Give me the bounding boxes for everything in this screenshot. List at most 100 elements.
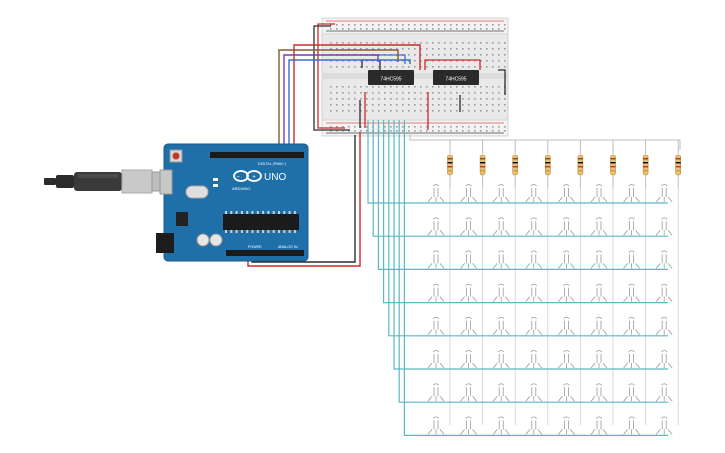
led[interactable] — [558, 184, 575, 203]
led[interactable] — [558, 416, 575, 435]
led-dome — [628, 383, 635, 386]
led[interactable] — [623, 283, 640, 302]
breadboard-hole — [492, 54, 494, 56]
led-leg — [655, 196, 661, 203]
breadboard-hole — [450, 54, 452, 56]
resistor[interactable] — [577, 154, 584, 176]
led[interactable] — [427, 184, 445, 203]
led[interactable] — [590, 217, 608, 236]
led[interactable] — [590, 416, 608, 435]
led[interactable] — [623, 416, 640, 435]
led[interactable] — [427, 350, 445, 369]
led[interactable] — [427, 383, 445, 402]
led-dome — [628, 217, 635, 220]
led[interactable] — [492, 250, 510, 269]
led[interactable] — [558, 350, 575, 369]
led[interactable] — [623, 184, 640, 203]
led[interactable] — [623, 250, 640, 269]
led[interactable] — [558, 383, 575, 402]
power-analog-header[interactable] — [226, 250, 304, 256]
led[interactable] — [655, 383, 673, 402]
reset-button-icon[interactable] — [169, 149, 183, 163]
led[interactable] — [590, 184, 608, 203]
led[interactable] — [460, 383, 477, 402]
wire-red — [293, 44, 421, 150]
led[interactable] — [623, 350, 640, 369]
shift-register-chip[interactable]: 74HC595 — [433, 70, 479, 85]
led-dome — [465, 383, 472, 386]
led[interactable] — [558, 250, 575, 269]
led[interactable] — [460, 316, 477, 336]
led[interactable] — [525, 283, 543, 302]
resistor[interactable] — [512, 154, 519, 176]
led[interactable] — [525, 383, 543, 402]
led[interactable] — [525, 217, 543, 236]
led[interactable] — [655, 217, 673, 236]
breadboard-hole — [480, 54, 482, 56]
led[interactable] — [655, 416, 673, 435]
breadboard-hole — [438, 28, 440, 30]
led[interactable] — [492, 316, 510, 336]
led[interactable] — [655, 184, 673, 203]
led[interactable] — [525, 350, 543, 369]
led[interactable] — [655, 283, 673, 302]
led[interactable] — [623, 217, 640, 236]
resistor[interactable] — [544, 154, 551, 176]
led[interactable] — [623, 316, 640, 336]
led-leg — [472, 196, 477, 203]
resistor[interactable] — [447, 154, 453, 176]
led[interactable] — [427, 217, 445, 236]
led-matrix[interactable] — [367, 120, 682, 436]
breadboard-hole — [474, 86, 476, 88]
led[interactable] — [525, 416, 543, 435]
breadboard-hole — [414, 66, 416, 68]
led[interactable] — [460, 350, 477, 369]
resistor[interactable] — [610, 154, 616, 176]
breadboard[interactable] — [321, 17, 509, 137]
led[interactable] — [525, 316, 543, 336]
resistor-band — [675, 170, 681, 172]
led[interactable] — [492, 217, 510, 236]
led[interactable] — [427, 283, 445, 302]
led[interactable] — [558, 217, 575, 236]
led[interactable] — [460, 217, 477, 236]
breadboard-hole — [354, 60, 356, 62]
led[interactable] — [460, 283, 477, 302]
led[interactable] — [460, 250, 477, 269]
resistor-band — [512, 170, 518, 172]
arduino-uno-board[interactable]: − + UNO ARDUINO DIGITAL (PWM~) POWER ANA… — [156, 143, 309, 262]
led[interactable] — [492, 383, 510, 402]
led[interactable] — [590, 350, 608, 369]
led[interactable] — [558, 316, 575, 336]
resistor[interactable] — [479, 154, 486, 176]
led[interactable] — [427, 416, 445, 435]
led[interactable] — [590, 316, 608, 336]
resistor[interactable] — [642, 154, 649, 176]
led[interactable] — [525, 250, 543, 269]
digital-header[interactable] — [210, 152, 304, 158]
led[interactable] — [492, 283, 510, 302]
led[interactable] — [623, 383, 640, 402]
led[interactable] — [427, 316, 445, 336]
resistor[interactable] — [675, 154, 682, 176]
shift-register-chip[interactable]: 74HC595 — [368, 70, 414, 85]
breadboard-hole — [504, 110, 506, 112]
led[interactable] — [492, 416, 510, 435]
breadboard-hole — [486, 98, 488, 100]
led[interactable] — [590, 250, 608, 269]
led[interactable] — [590, 283, 608, 302]
led[interactable] — [558, 283, 575, 302]
led[interactable] — [655, 350, 673, 369]
led[interactable] — [492, 350, 510, 369]
led[interactable] — [590, 383, 608, 402]
led[interactable] — [460, 416, 477, 435]
led[interactable] — [525, 184, 543, 203]
led[interactable] — [655, 316, 673, 336]
led[interactable] — [492, 184, 510, 203]
led[interactable] — [427, 250, 445, 269]
led[interactable] — [460, 184, 477, 203]
led[interactable] — [655, 250, 673, 269]
breadboard-hole — [480, 110, 482, 112]
led-leg — [635, 196, 640, 203]
